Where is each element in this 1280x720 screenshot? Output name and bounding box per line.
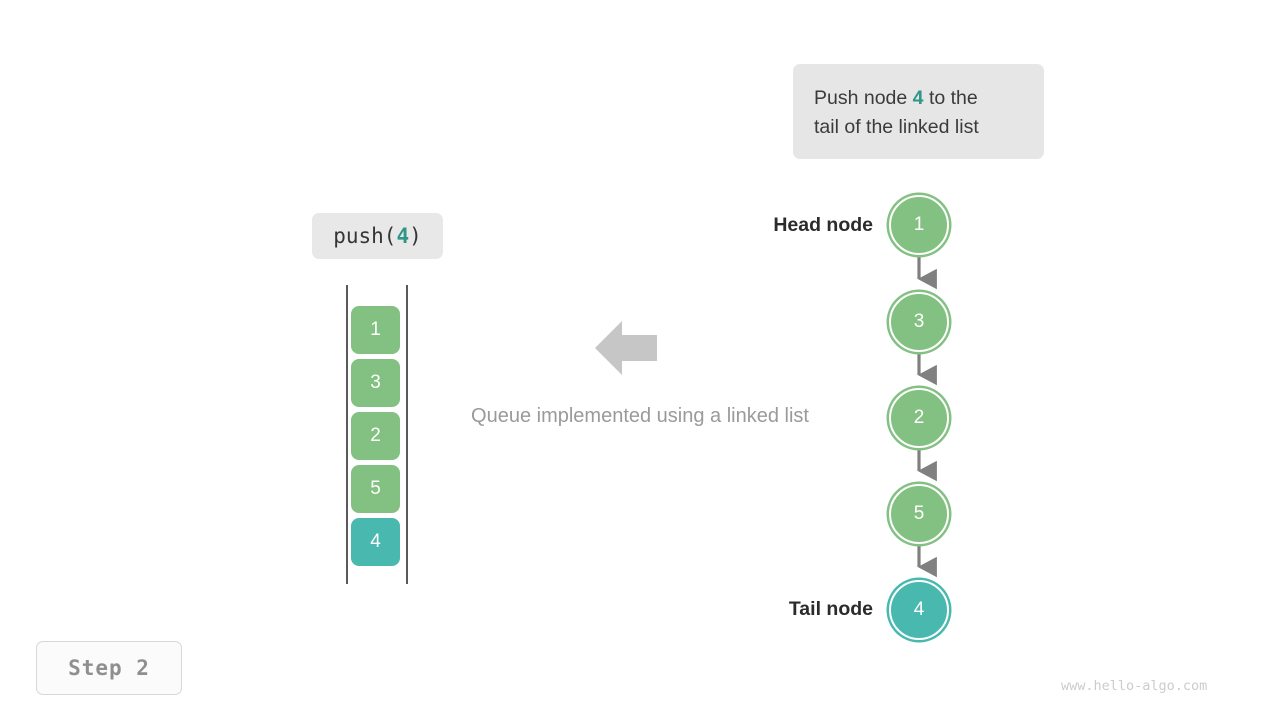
instruction-text-suffix: to the	[923, 87, 978, 109]
operation-name: push(	[333, 224, 397, 248]
tail-node-label: Tail node	[788, 598, 873, 620]
operation-argument: 4	[396, 224, 410, 248]
queue-cell: 3	[351, 359, 400, 407]
step-badge-label: Step 2	[68, 656, 150, 680]
instruction-text: Push node 4 to the tail of the linked lis…	[814, 84, 1023, 142]
left-arrow-icon	[595, 321, 657, 375]
queue-cell-value: 3	[370, 372, 381, 393]
linked-list-node[interactable]: 3	[889, 292, 949, 352]
linked-list-node[interactable]: 5	[889, 484, 949, 544]
queue-cell-value: 2	[370, 425, 381, 446]
linked-list-node-tail[interactable]: 4	[889, 580, 949, 640]
queue-cell: 1	[351, 306, 400, 354]
operation-paren-close: )	[409, 224, 422, 248]
queue-rail-left	[346, 285, 348, 584]
operation-label-box: push(4)	[312, 213, 443, 259]
instruction-highlight-value: 4	[912, 87, 924, 109]
diagram-caption: Queue implemented using a linked list	[471, 405, 809, 427]
queue-cell-value: 1	[370, 319, 381, 340]
queue-cell-value: 5	[370, 478, 381, 499]
head-node-label: Head node	[773, 214, 873, 236]
instruction-text-line2: tail of the linked list	[814, 116, 979, 138]
node-value: 4	[913, 599, 925, 620]
node-value: 5	[913, 503, 925, 524]
queue-cell: 5	[351, 465, 400, 513]
queue-cell-highlighted: 4	[351, 518, 400, 566]
linked-list-node[interactable]: 2	[889, 388, 949, 448]
queue-cell-value: 4	[370, 531, 381, 552]
operation-label-text: push(4)	[333, 224, 422, 248]
node-value: 2	[913, 407, 925, 428]
node-value: 1	[913, 214, 925, 235]
queue-cell-list: 1 3 2 5 4	[351, 306, 400, 571]
watermark: www.hello-algo.com	[1061, 678, 1208, 694]
instruction-text-prefix: Push node	[814, 87, 913, 109]
instruction-callout: Push node 4 to the tail of the linked lis…	[793, 64, 1044, 159]
node-value: 3	[913, 311, 925, 332]
queue-rail-right	[406, 285, 408, 584]
queue-cell: 2	[351, 412, 400, 460]
step-badge: Step 2	[36, 641, 182, 695]
linked-list-node-head[interactable]: 1	[889, 195, 949, 255]
